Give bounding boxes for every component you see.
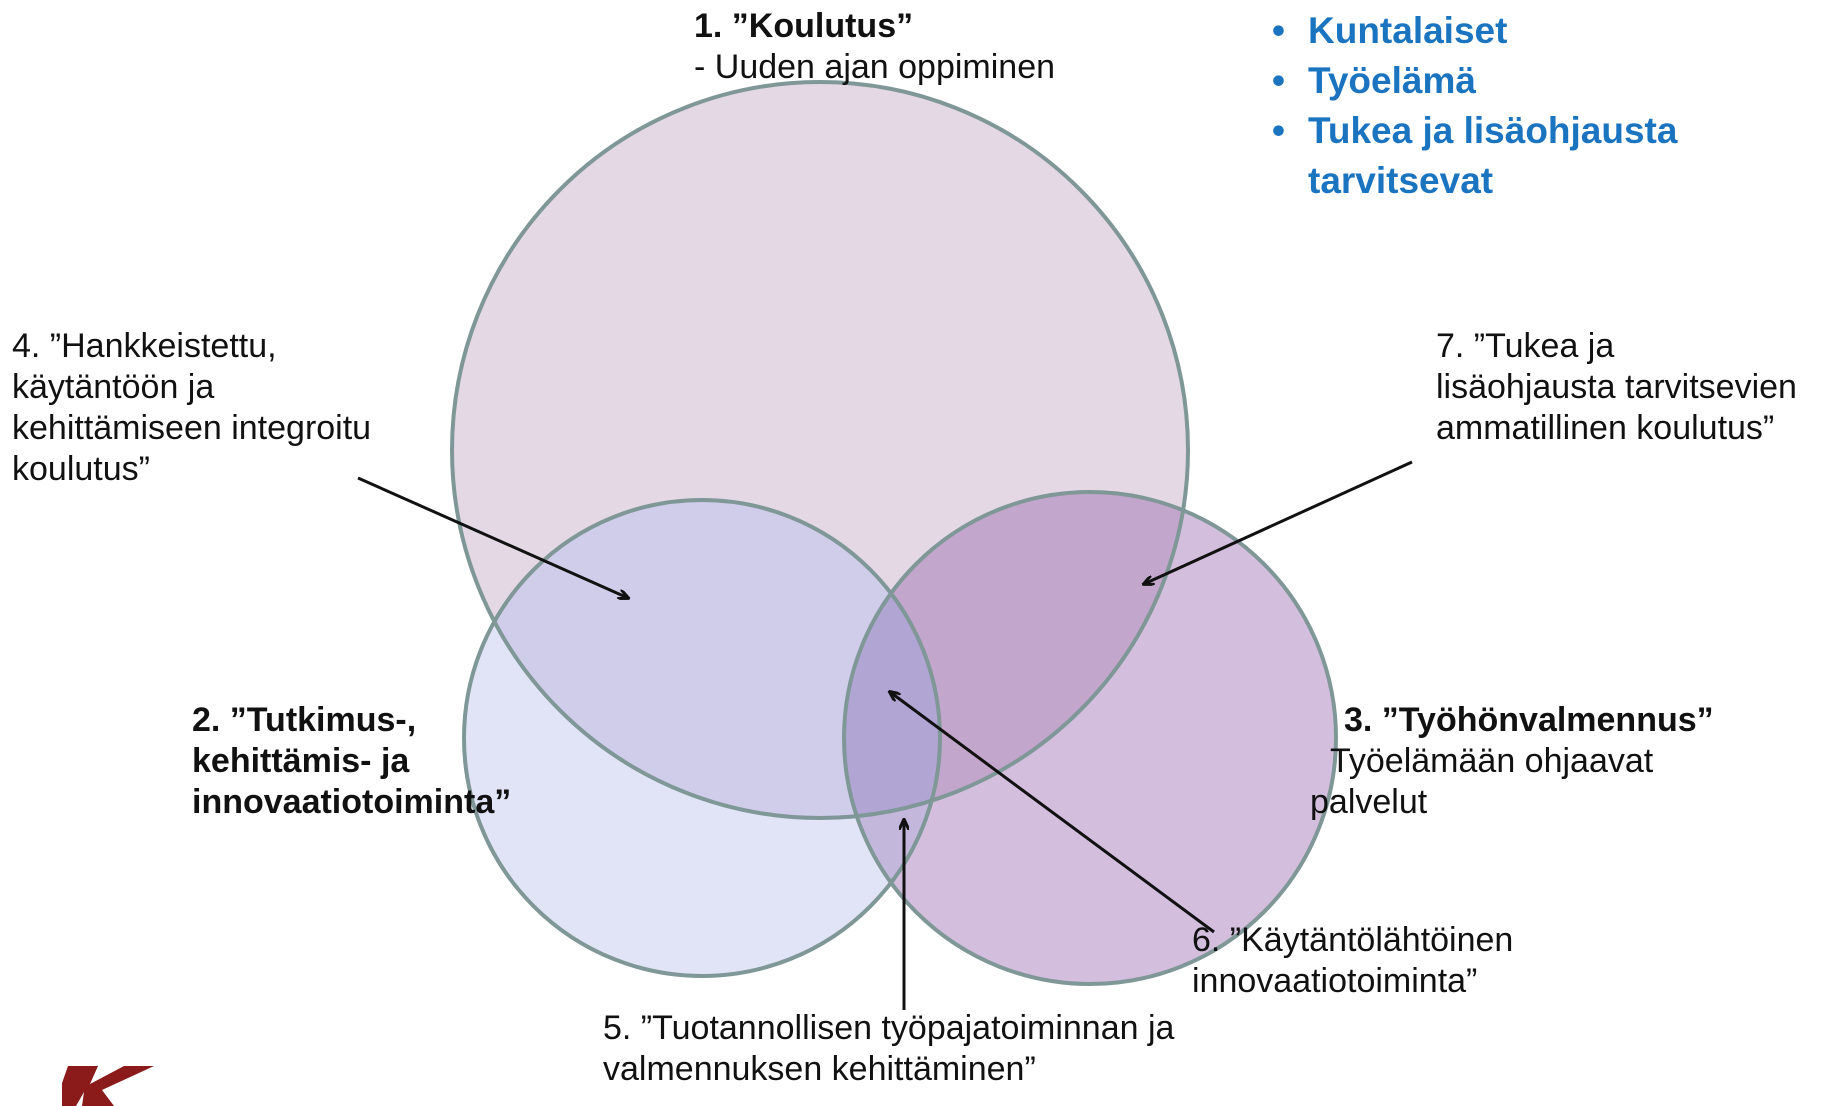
tyohonvalmennus-line-2: Työelämään ohjaavat [1330, 742, 1654, 780]
koulutus-subtitle: - Uuden ajan oppiminen [694, 48, 1056, 86]
arrow-callout-4 [357, 476, 628, 598]
circle-koulutus-outline [450, 80, 1190, 820]
callout-5: 5. ”Tuotannollisen työpajatoiminnan ja v… [603, 1008, 1174, 1090]
callout-5-line-2: valmennuksen kehittäminen” [603, 1050, 1036, 1088]
callout-7: 7. ”Tukea ja lisäohjausta tarvitsevien a… [1436, 326, 1797, 449]
label-koulutus: 1. ”Koulutus” - Uuden ajan oppiminen [694, 6, 1055, 88]
circle-tyohonvalmennus-outline [842, 490, 1338, 986]
tyohonvalmennus-title: 3. ”Työhönvalmennus” [1344, 701, 1714, 739]
label-tyohonvalmennus: 3. ”Työhönvalmennus” Työelämään ohjaavat… [1310, 700, 1714, 823]
tki-line-3: innovaatiotoiminta” [192, 783, 512, 821]
logo-k-icon [62, 1066, 154, 1106]
tki-line-2: kehittämis- ja [192, 742, 410, 780]
callout-4-line-4: koulutus” [12, 450, 150, 488]
circle-tki-outline [462, 498, 942, 978]
tki-line-1: 2. ”Tutkimus-, [192, 701, 417, 739]
callout-4: 4. ”Hankkeistettu, käytäntöön ja kehittä… [12, 326, 371, 490]
callout-6-line-1: 6. ”Käytäntölähtöinen [1192, 921, 1514, 959]
arrow-callout-7 [1144, 460, 1413, 584]
target-group-item-continued: tarvitsevat [1308, 160, 1494, 201]
callout-7-line-2: lisäohjausta tarvitsevien [1436, 368, 1797, 406]
callout-4-line-1: 4. ”Hankkeistettu, [12, 327, 277, 365]
label-tki: 2. ”Tutkimus-, kehittämis- ja innovaatio… [192, 700, 511, 823]
callout-5-line-1: 5. ”Tuotannollisen työpajatoiminnan ja [603, 1009, 1175, 1047]
tyohonvalmennus-line-3: palvelut [1310, 783, 1428, 821]
overlap-koulutus-tki [464, 500, 940, 818]
target-group-item: Kuntalaiset [1268, 6, 1677, 56]
target-group-item: Tukea ja lisäohjausta [1268, 106, 1677, 156]
target-group-item: Työelämä [1268, 56, 1677, 106]
callout-7-line-1: 7. ”Tukea ja [1436, 327, 1615, 365]
callout-7-line-3: ammatillinen koulutus” [1436, 409, 1775, 447]
callout-4-line-2: käytäntöön ja [12, 368, 215, 406]
koulutus-title: 1. ”Koulutus” [694, 7, 914, 45]
target-group-list: Kuntalaiset Työelämä Tukea ja lisäohjaus… [1268, 6, 1677, 206]
callout-6: 6. ”Käytäntölähtöinen innovaatiotoiminta… [1192, 920, 1513, 1002]
callout-6-line-2: innovaatiotoiminta” [1192, 962, 1478, 1000]
callout-4-line-3: kehittämiseen integroitu [12, 409, 372, 447]
arrow-callout-6 [890, 692, 1215, 934]
